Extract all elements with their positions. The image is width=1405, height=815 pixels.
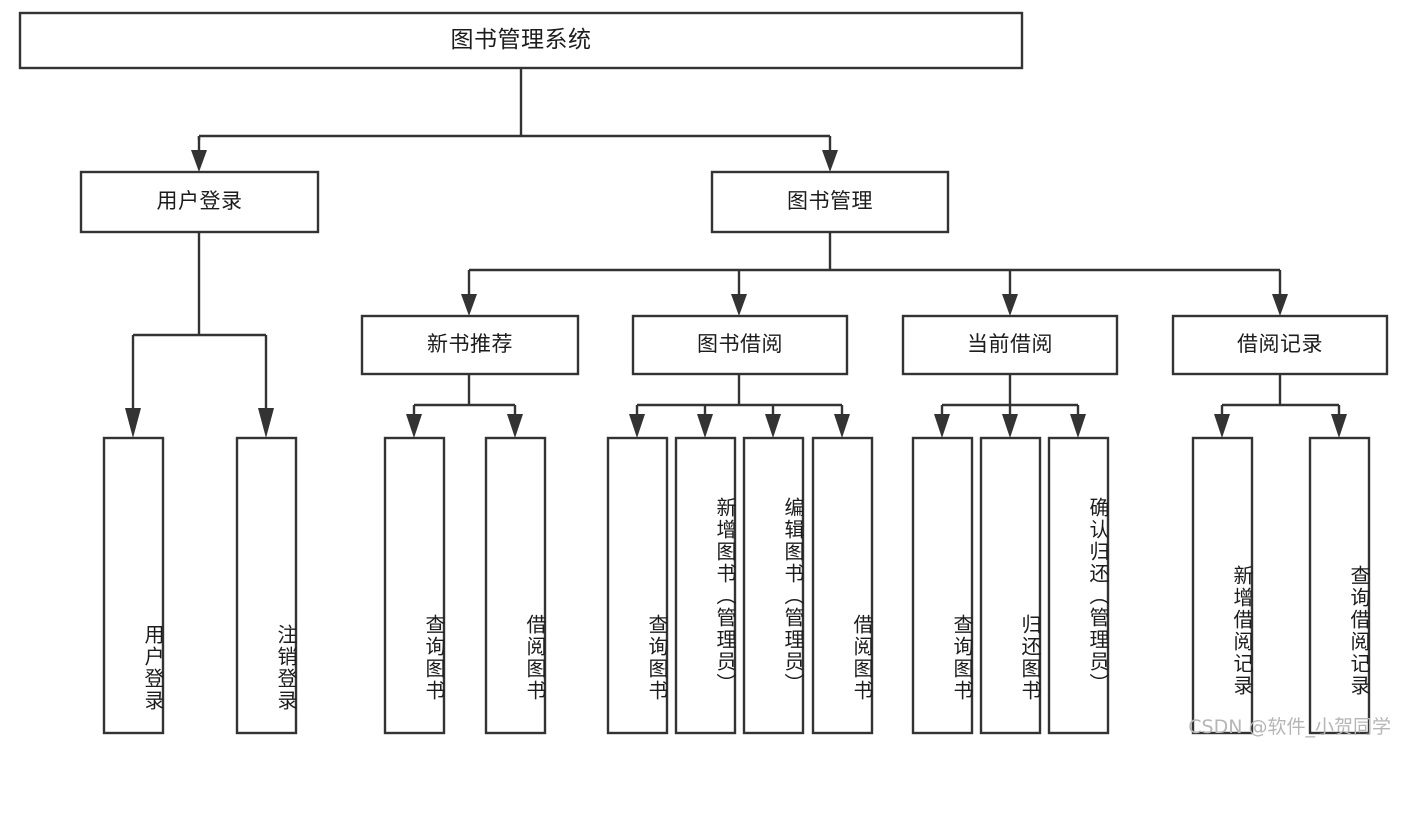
connectors-layer (125, 68, 1347, 438)
node-box-leaf-return-book[interactable] (979, 436, 1042, 735)
diagram-canvas: 图书管理系统 用户登录 图书管理 新书推荐 图书借阅 当前借阅 借阅记录 用户登… (18, 11, 1391, 738)
node-box-leaf-query-book-3[interactable] (911, 436, 974, 735)
arrow-user-login (191, 150, 207, 172)
node-box-leaf-query-borrow-record[interactable] (1308, 436, 1371, 735)
node-box-leaf-borrow-book-1[interactable] (484, 436, 547, 735)
node-box-current-borrow[interactable] (901, 314, 1119, 376)
node-box-leaf-add-book-admin[interactable] (674, 436, 737, 735)
arrow-borrow-book-1 (507, 414, 523, 438)
arrow-query-book-2 (629, 414, 645, 438)
node-box-leaf-borrow-book-2[interactable] (811, 436, 874, 735)
arrow-leaf-user-login (125, 408, 141, 438)
node-box-leaf-add-borrow-record[interactable] (1191, 436, 1254, 735)
node-box-leaf-edit-book-admin[interactable] (742, 436, 805, 735)
node-box-leaf-confirm-return[interactable] (1047, 436, 1110, 735)
arrow-query-borrow-record (1331, 414, 1347, 438)
arrow-return-book (1002, 414, 1018, 438)
nodes-layer (18, 11, 1389, 735)
arrow-book-manage (822, 150, 838, 172)
node-box-leaf-query-book-2[interactable] (606, 436, 669, 735)
arrow-query-book-1 (406, 414, 422, 438)
arrow-current-borrow (1002, 294, 1018, 316)
arrow-borrow-record (1272, 294, 1288, 316)
node-box-user-login[interactable] (79, 170, 320, 234)
node-box-book-manage[interactable] (710, 170, 950, 234)
node-box-new-book-rec[interactable] (360, 314, 580, 376)
arrow-add-borrow-record (1214, 414, 1230, 438)
arrow-book-borrow (731, 294, 747, 316)
diagram-svg (18, 11, 1389, 735)
node-box-borrow-record[interactable] (1171, 314, 1389, 376)
node-box-book-borrow[interactable] (631, 314, 849, 376)
arrow-add-book-admin (697, 414, 713, 438)
arrow-confirm-return (1070, 414, 1086, 438)
node-box-root[interactable] (18, 11, 1024, 70)
arrow-query-book-3 (934, 414, 950, 438)
arrow-edit-book-admin (765, 414, 781, 438)
arrow-borrow-book-2 (834, 414, 850, 438)
arrow-leaf-logout (258, 408, 274, 438)
node-box-leaf-query-book-1[interactable] (383, 436, 446, 735)
arrow-new-book-rec (461, 294, 477, 316)
node-box-leaf-user-login[interactable] (102, 436, 165, 735)
node-box-leaf-logout[interactable] (235, 436, 298, 735)
